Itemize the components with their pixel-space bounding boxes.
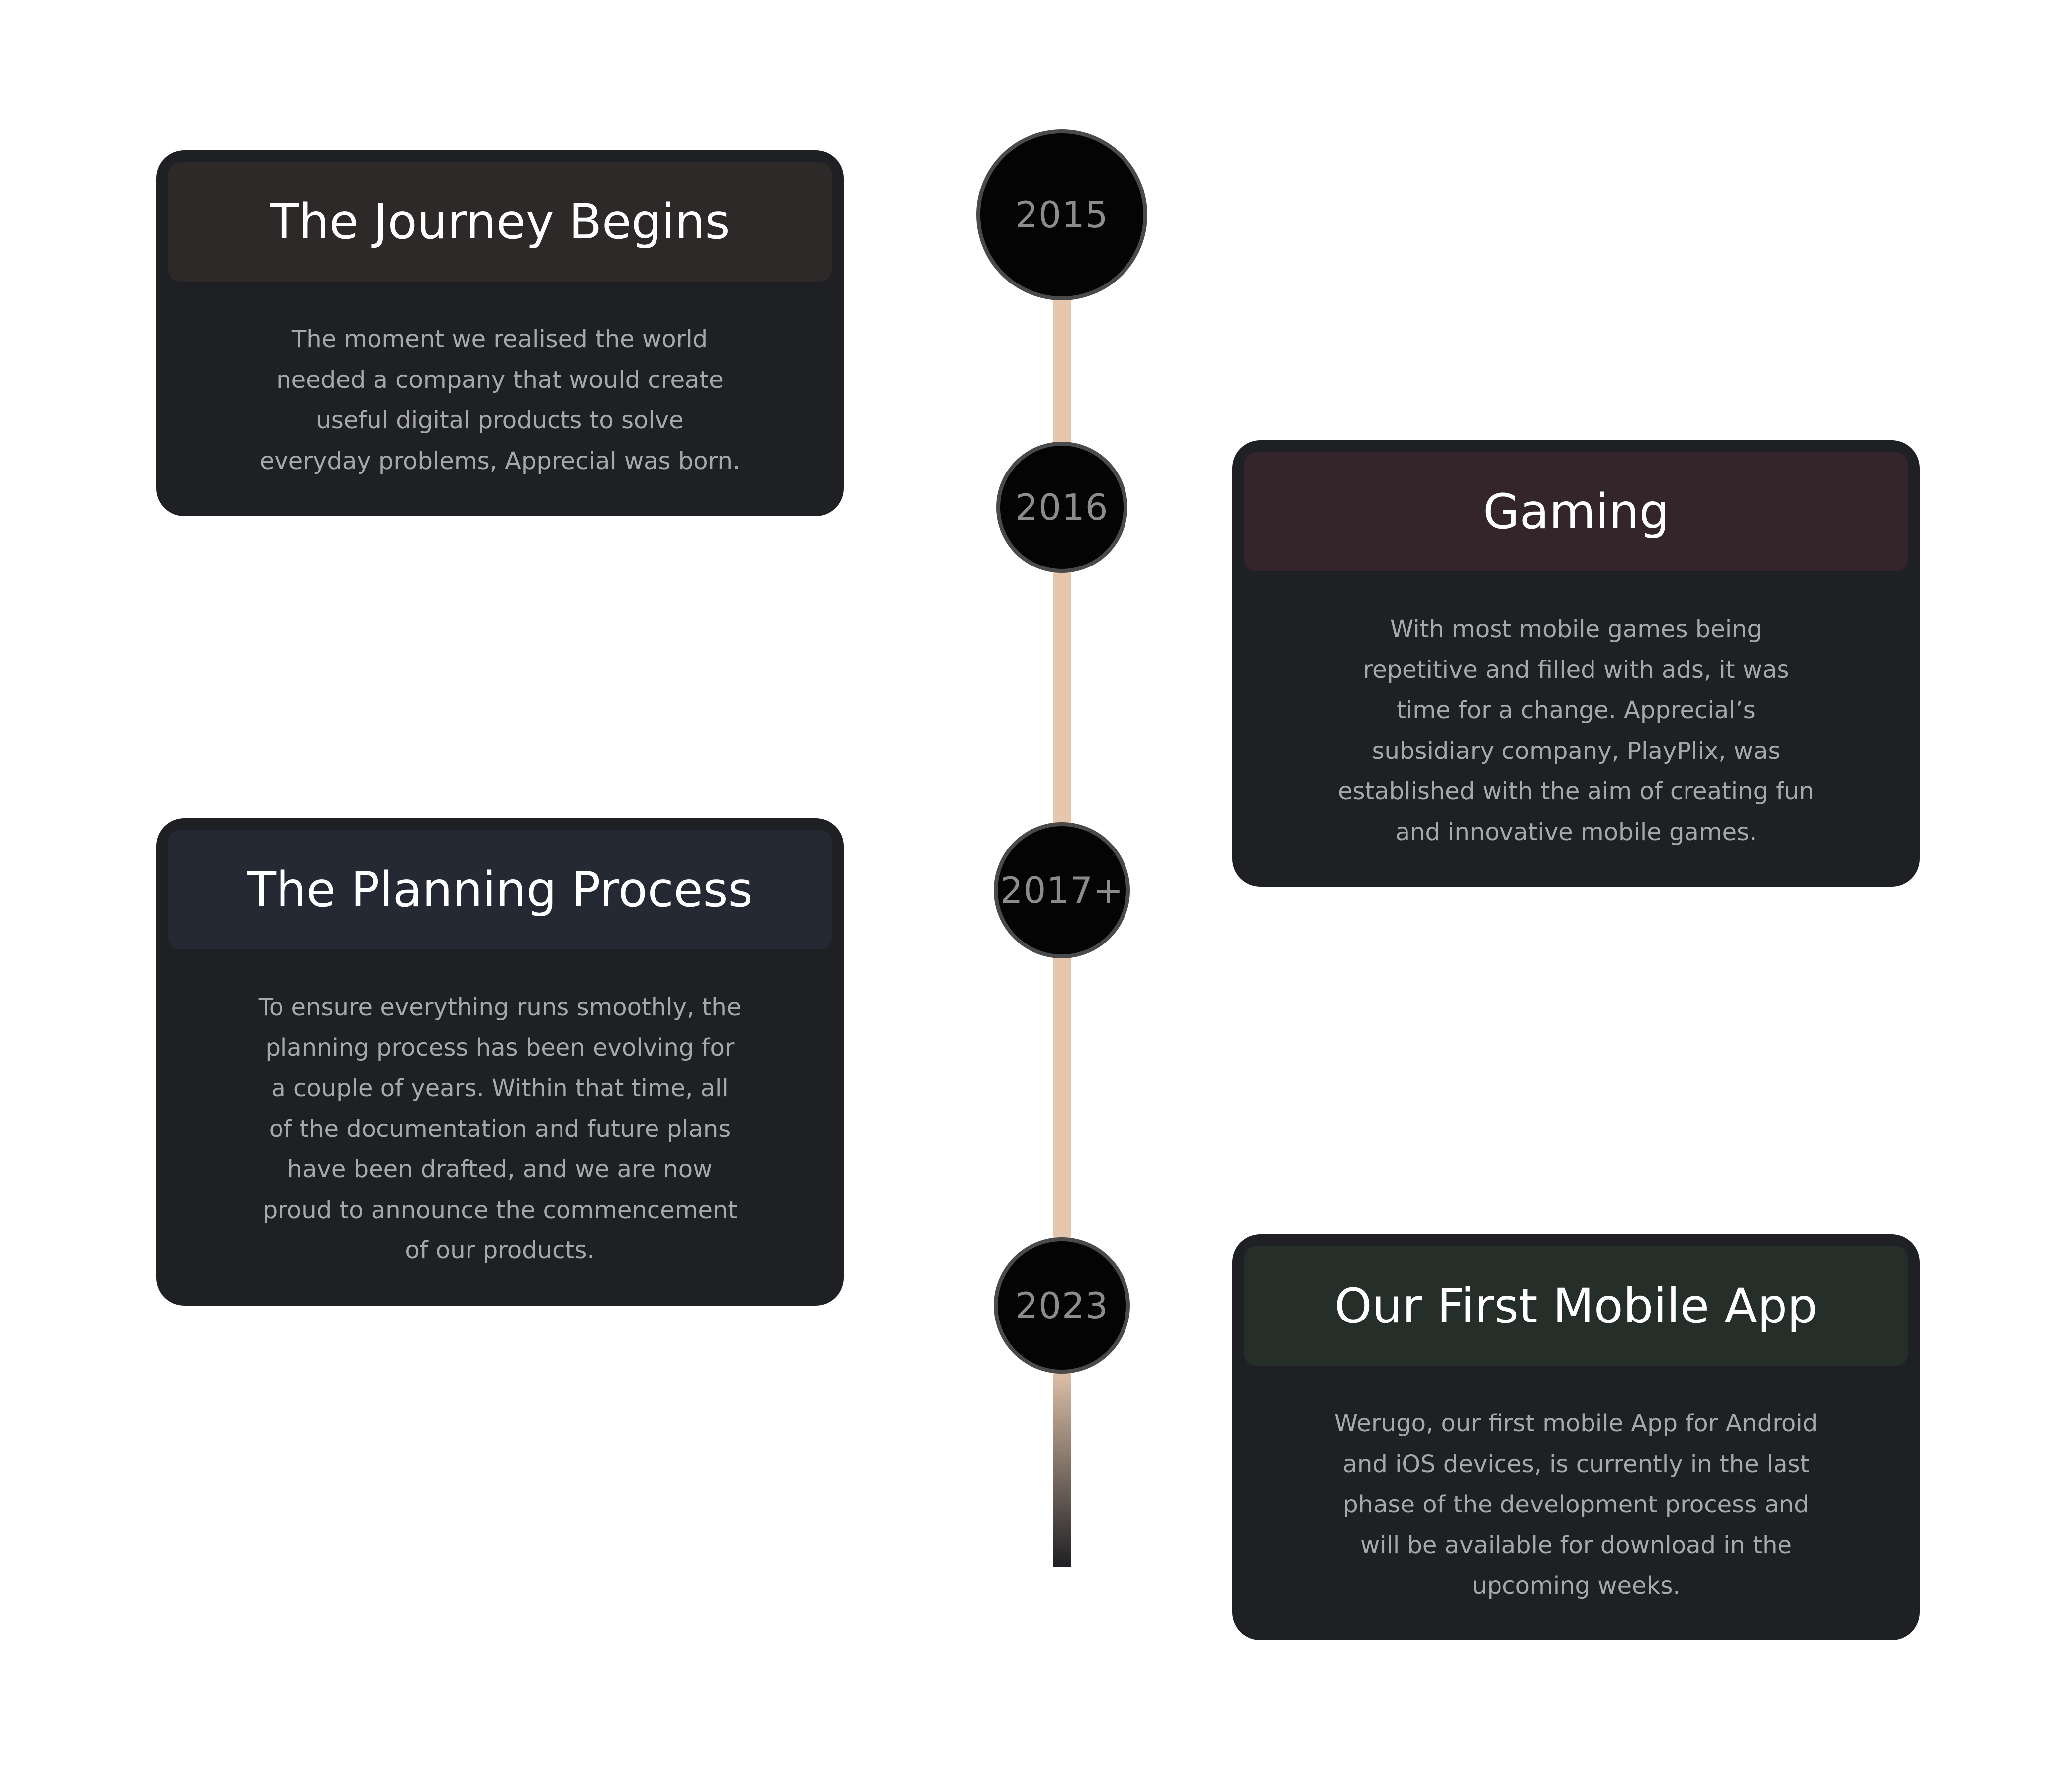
- timeline-line: [1053, 279, 1071, 1363]
- card-title: The Planning Process: [247, 862, 753, 918]
- card-description: The moment we realised the world needed …: [259, 325, 741, 475]
- year-marker-2023: 2023: [994, 1237, 1130, 1374]
- card-description: To ensure everything runs smoothly, the …: [258, 993, 742, 1264]
- year-label: 2015: [1015, 194, 1109, 236]
- card-header: The Journey Begins: [168, 162, 832, 282]
- card-description: With most mobile games being repetitive …: [1337, 615, 1815, 846]
- year-label: 2017+: [1000, 869, 1124, 911]
- card-title: Our First Mobile App: [1334, 1278, 1818, 1334]
- milestone-card: The Journey Begins The moment we realise…: [156, 150, 844, 516]
- milestone-card: Gaming With most mobile games being repe…: [1232, 440, 1920, 887]
- year-marker-2017: 2017+: [994, 822, 1130, 958]
- milestone-card: Our First Mobile App Werugo, our first m…: [1232, 1234, 1920, 1640]
- card-title: Gaming: [1483, 484, 1670, 540]
- card-header: The Planning Process: [168, 830, 832, 949]
- year-marker-2016: 2016: [996, 442, 1127, 573]
- milestone-card: The Planning Process To ensure everythin…: [156, 818, 844, 1306]
- card-header: Our First Mobile App: [1244, 1246, 1908, 1366]
- card-description: Werugo, our first mobile App for Android…: [1334, 1410, 1818, 1600]
- card-header: Gaming: [1244, 452, 1908, 571]
- year-marker-2015: 2015: [976, 129, 1147, 300]
- card-title: The Journey Begins: [270, 194, 730, 250]
- timeline-line-fade: [1053, 1363, 1071, 1567]
- year-label: 2016: [1015, 486, 1109, 528]
- year-label: 2023: [1015, 1285, 1109, 1326]
